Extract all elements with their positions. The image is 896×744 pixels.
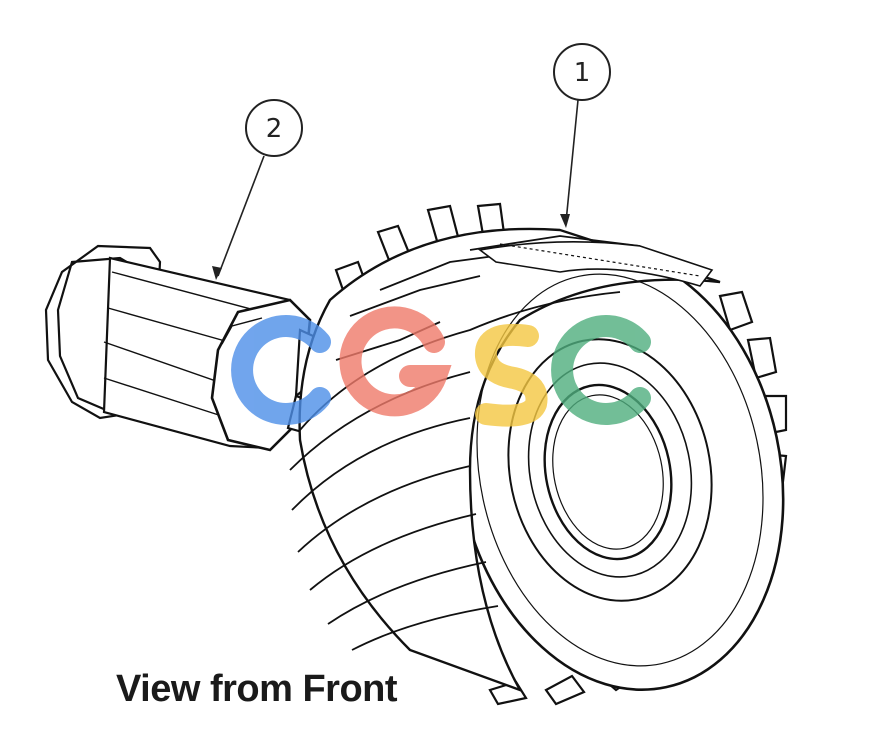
callout-1-label: 1: [574, 58, 591, 88]
ring-gear: [289, 202, 788, 706]
view-caption: View from Front: [116, 668, 398, 710]
callout-2-label: 2: [266, 114, 283, 144]
callout-2: 2: [212, 99, 303, 280]
watermark-logo: [231, 306, 651, 427]
callout-1: 1: [553, 43, 611, 228]
